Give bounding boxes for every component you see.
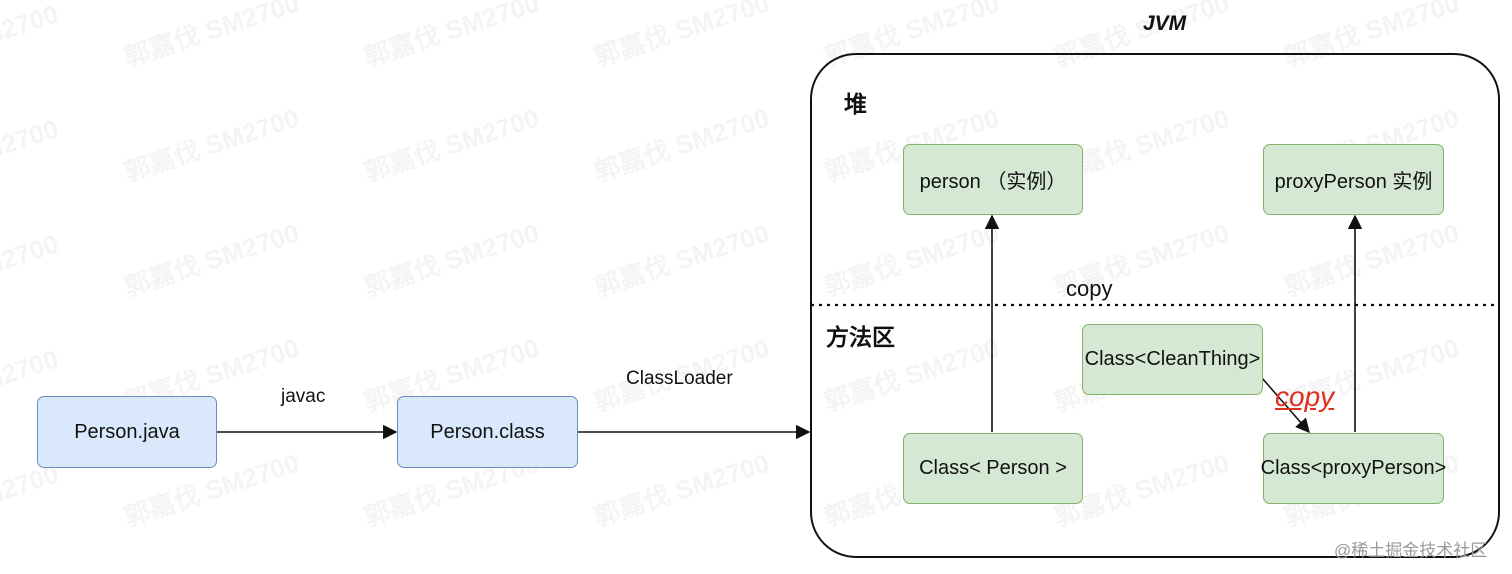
- proxy-instance-label: proxyPerson 实例: [1274, 171, 1433, 193]
- method-area-title: 方法区: [826, 324, 895, 350]
- classloader-label: ClassLoader: [626, 368, 733, 389]
- cleanthing-copy-arrow: [1261, 377, 1310, 434]
- corner-watermark: @稀土掘金技术社区: [1334, 541, 1488, 560]
- class-cleanthing-label: Class<CleanThing>: [1084, 348, 1261, 370]
- class-proxyperson-node: Class<proxyPerson>: [1260, 433, 1447, 504]
- person-java-label: Person.java: [74, 420, 180, 443]
- jvm-container: [810, 53, 1500, 558]
- class-cleanthing-node: Class<CleanThing>: [1082, 324, 1263, 395]
- jvm-title: JVM: [1143, 12, 1187, 35]
- person-class-node: Person.class: [397, 396, 578, 468]
- proxy-instance-node: proxyPerson 实例: [1263, 144, 1444, 215]
- person-class-label: Person.class: [430, 420, 545, 443]
- javac-label: javac: [281, 386, 326, 407]
- person-java-node: Person.java: [37, 396, 217, 468]
- copy-label: copy: [1066, 276, 1113, 301]
- copy-red-label: copy: [1275, 381, 1335, 412]
- class-proxyperson-label: Class<proxyPerson>: [1260, 457, 1447, 479]
- person-instance-node: person （实例）: [903, 144, 1083, 215]
- class-person-node: Class< Person >: [903, 433, 1083, 504]
- person-instance-label: person （实例）: [919, 171, 1067, 193]
- class-person-label: Class< Person >: [919, 457, 1067, 479]
- heap-title: 堆: [844, 91, 867, 117]
